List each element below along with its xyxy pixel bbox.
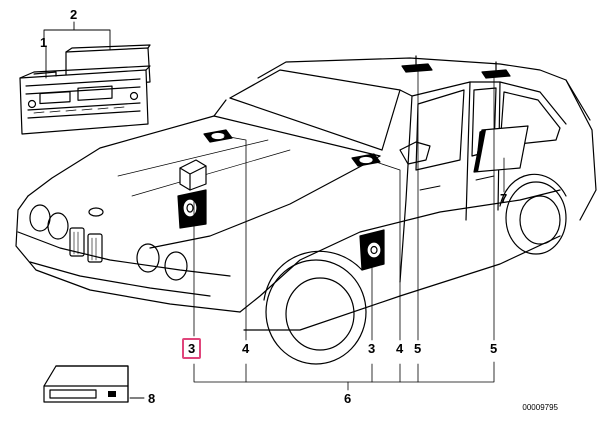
leader-lines-top-left [43, 21, 111, 79]
callout-1[interactable]: 1 [40, 35, 48, 50]
antenna-roof-rear [481, 61, 511, 79]
callout-6[interactable]: 6 [344, 391, 352, 406]
callout-8[interactable]: 8 [148, 391, 156, 406]
speaker-fender [177, 189, 207, 229]
callout-4-left[interactable]: 4 [242, 341, 250, 356]
callout-3-selected[interactable]: 3 [182, 338, 202, 359]
control-box-fender [179, 159, 207, 191]
callout-5-right[interactable]: 5 [490, 341, 498, 356]
cd-changer [43, 365, 145, 403]
callout-7[interactable]: 7 [500, 191, 508, 206]
callout-3-right[interactable]: 3 [368, 341, 376, 356]
radio-head-unit [19, 44, 151, 135]
speaker-dash-right [351, 153, 381, 167]
speaker-door [359, 229, 385, 271]
car-body [15, 57, 597, 365]
speaker-dash-left [203, 129, 233, 143]
reference-code: 00009795 [522, 403, 558, 412]
callout-2[interactable]: 2 [70, 7, 78, 22]
callout-4-right[interactable]: 4 [396, 341, 404, 356]
antenna-roof-front [401, 55, 433, 73]
rear-panel-amplifier [473, 125, 529, 173]
callout-5-mid[interactable]: 5 [414, 341, 422, 356]
leader-lines [193, 69, 505, 391]
